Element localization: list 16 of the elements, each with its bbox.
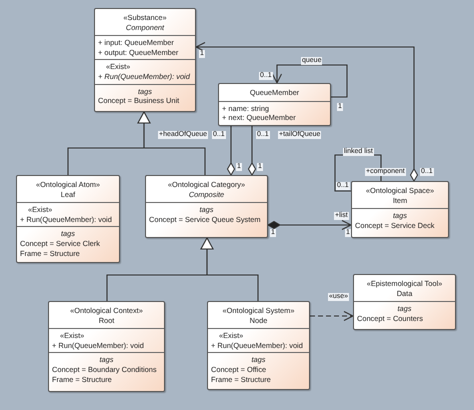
association-line xyxy=(268,220,352,230)
association-line xyxy=(138,112,206,175)
association-line xyxy=(272,64,348,98)
association-line xyxy=(200,238,259,301)
class-box xyxy=(351,181,449,238)
association-line xyxy=(196,42,418,182)
association-line xyxy=(248,126,256,176)
class-box xyxy=(218,83,331,126)
class-box xyxy=(94,8,196,112)
association-line xyxy=(227,126,235,176)
dependency-arrow xyxy=(310,311,354,321)
class-box xyxy=(48,301,165,392)
class-box xyxy=(16,175,120,263)
class-box xyxy=(145,175,268,238)
class-box xyxy=(207,301,310,390)
class-box xyxy=(353,274,456,330)
